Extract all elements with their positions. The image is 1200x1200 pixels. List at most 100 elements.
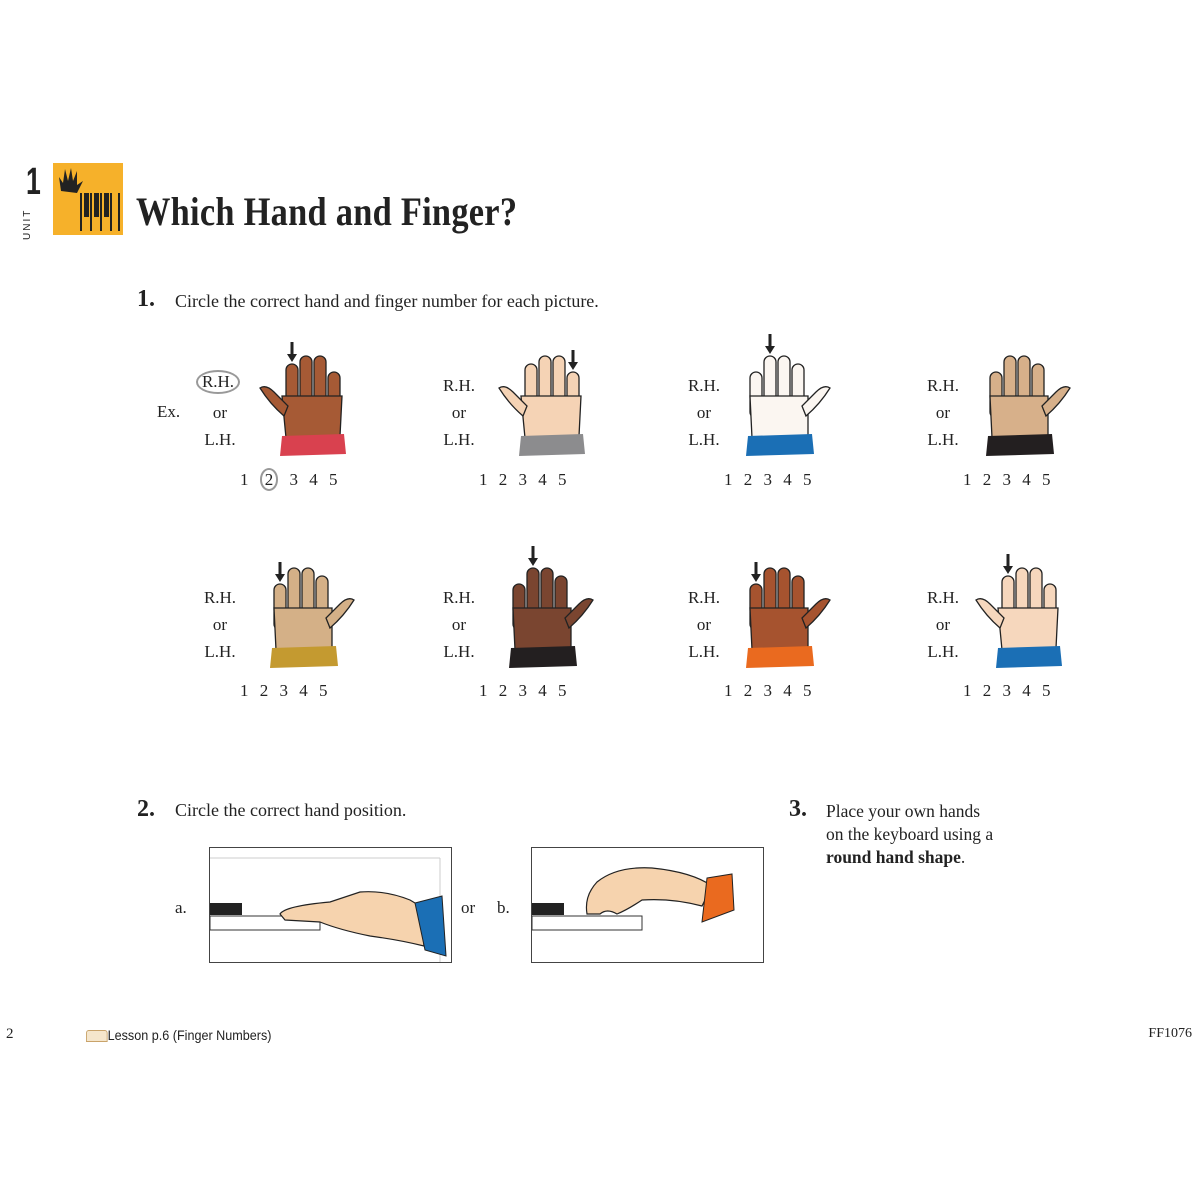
right-hand-option[interactable]: R.H.: [687, 588, 721, 607]
arrow-icon: [751, 562, 761, 582]
hand-picture: [986, 355, 1071, 456]
finger-number-1[interactable]: 1: [963, 681, 972, 700]
left-hand-option[interactable]: L.H.: [927, 642, 959, 661]
arrow-icon: [568, 350, 578, 370]
finger-number-1[interactable]: 1: [479, 681, 488, 700]
finger-number-2[interactable]: 2: [259, 468, 279, 491]
finger-number-options[interactable]: 1 2 3 4 5: [240, 468, 338, 491]
finger-number-2[interactable]: 2: [982, 470, 992, 489]
option-b-label[interactable]: b.: [497, 898, 510, 917]
lesson-reference-text: Lesson p.6 (Finger Numbers): [107, 1027, 272, 1043]
arrow-icon: [275, 562, 285, 582]
right-hand-option[interactable]: R.H.: [687, 376, 721, 395]
unit-label: UNIT: [22, 208, 33, 240]
finger-number-3[interactable]: 3: [289, 470, 299, 489]
finger-number-1[interactable]: 1: [724, 470, 733, 489]
finger-number-1[interactable]: 1: [240, 470, 249, 489]
finger-number-3[interactable]: 3: [518, 470, 528, 489]
finger-number-options[interactable]: 1 2 3 4 5: [963, 470, 1051, 490]
finger-number-options[interactable]: 1 2 3 4 5: [724, 681, 812, 701]
or-text: or: [935, 615, 951, 634]
finger-number-2[interactable]: 2: [498, 681, 508, 700]
finger-number-5[interactable]: 5: [803, 470, 812, 489]
left-hand-option[interactable]: L.H.: [927, 430, 959, 449]
finger-number-4[interactable]: 4: [783, 681, 792, 700]
finger-number-5[interactable]: 5: [319, 681, 328, 700]
lesson-reference[interactable]: Lesson p.6 (Finger Numbers): [86, 1027, 271, 1043]
finger-number-1[interactable]: 1: [240, 681, 249, 700]
or-text: or: [935, 403, 951, 422]
left-hand-option[interactable]: L.H.: [204, 642, 236, 661]
finger-number-5[interactable]: 5: [1042, 681, 1051, 700]
finger-number-options[interactable]: 1 2 3 4 5: [240, 681, 328, 701]
finger-number-options[interactable]: 1 2 3 4 5: [963, 681, 1051, 701]
finger-number-3[interactable]: 3: [1002, 681, 1012, 700]
catalog-code: FF1076: [1148, 1026, 1192, 1041]
left-hand-option[interactable]: L.H.: [688, 430, 720, 449]
q3-line-2: on the keyboard using a: [826, 824, 994, 844]
question-3-text: Place your own hands on the keyboard usi…: [826, 800, 993, 869]
finger-number-2[interactable]: 2: [982, 681, 992, 700]
flat-hand-picture[interactable]: [209, 847, 452, 963]
hand-picture: [270, 562, 355, 668]
arrow-icon: [1003, 554, 1013, 574]
q3-end: .: [960, 847, 966, 867]
round-hand-picture[interactable]: [531, 847, 764, 963]
finger-number-options[interactable]: 1 2 3 4 5: [479, 470, 567, 490]
right-hand-option[interactable]: R.H.: [442, 588, 476, 607]
finger-number-4[interactable]: 4: [538, 470, 547, 489]
finger-number-1[interactable]: 1: [479, 470, 488, 489]
question-3-number: 3.: [789, 796, 807, 823]
finger-number-3[interactable]: 3: [279, 681, 289, 700]
right-hand-option[interactable]: R.H.: [926, 588, 960, 607]
finger-number-2[interactable]: 2: [259, 681, 269, 700]
finger-number-1[interactable]: 1: [963, 470, 972, 489]
question-2-text: Circle the correct hand position.: [175, 800, 407, 820]
left-hand-option[interactable]: L.H.: [688, 642, 720, 661]
q3-number: 3.: [789, 796, 807, 822]
hand-picture: [259, 342, 346, 456]
page-title: Which Hand and Finger?: [136, 189, 518, 234]
finger-number-4[interactable]: 4: [1022, 681, 1031, 700]
finger-number-1[interactable]: 1: [724, 681, 733, 700]
right-hand-option[interactable]: R.H.: [926, 376, 960, 395]
left-hand-option[interactable]: L.H.: [443, 430, 475, 449]
finger-number-5[interactable]: 5: [329, 470, 338, 489]
finger-number-5[interactable]: 5: [1042, 470, 1051, 489]
finger-number-5[interactable]: 5: [803, 681, 812, 700]
finger-number-5[interactable]: 5: [558, 470, 567, 489]
hand-picture: [746, 334, 831, 456]
right-hand-option[interactable]: R.H.: [203, 588, 237, 607]
question-1-text: Circle the correct hand and finger numbe…: [175, 291, 599, 311]
finger-number-options[interactable]: 1 2 3 4 5: [724, 470, 812, 490]
or-text: or: [212, 403, 228, 422]
arrow-icon: [765, 334, 775, 354]
finger-number-4[interactable]: 4: [309, 470, 318, 489]
finger-number-5[interactable]: 5: [558, 681, 567, 700]
finger-number-2[interactable]: 2: [743, 681, 753, 700]
arrow-icon: [287, 342, 297, 362]
finger-number-3[interactable]: 3: [763, 470, 773, 489]
finger-number-4[interactable]: 4: [538, 681, 547, 700]
right-hand-option[interactable]: R.H.: [442, 376, 476, 395]
left-hand-option[interactable]: L.H.: [443, 642, 475, 661]
question-2-number: 2.: [137, 796, 155, 822]
option-a-label[interactable]: a.: [175, 898, 187, 917]
finger-number-4[interactable]: 4: [783, 470, 792, 489]
arrow-icon: [528, 546, 538, 566]
finger-number-2[interactable]: 2: [743, 470, 753, 489]
hand-picture: [746, 562, 831, 668]
finger-number-3[interactable]: 3: [1002, 470, 1012, 489]
finger-number-3[interactable]: 3: [763, 681, 773, 700]
unit-number: 1: [26, 161, 41, 203]
finger-number-options[interactable]: 1 2 3 4 5: [479, 681, 567, 701]
hand-picture: [498, 350, 585, 456]
finger-number-3[interactable]: 3: [518, 681, 528, 700]
finger-number-4[interactable]: 4: [1022, 470, 1031, 489]
finger-number-4[interactable]: 4: [299, 681, 308, 700]
right-hand-option[interactable]: R.H.: [196, 370, 240, 394]
left-hand-option[interactable]: L.H.: [204, 430, 236, 449]
or-text: or: [212, 615, 228, 634]
finger-number-2[interactable]: 2: [498, 470, 508, 489]
